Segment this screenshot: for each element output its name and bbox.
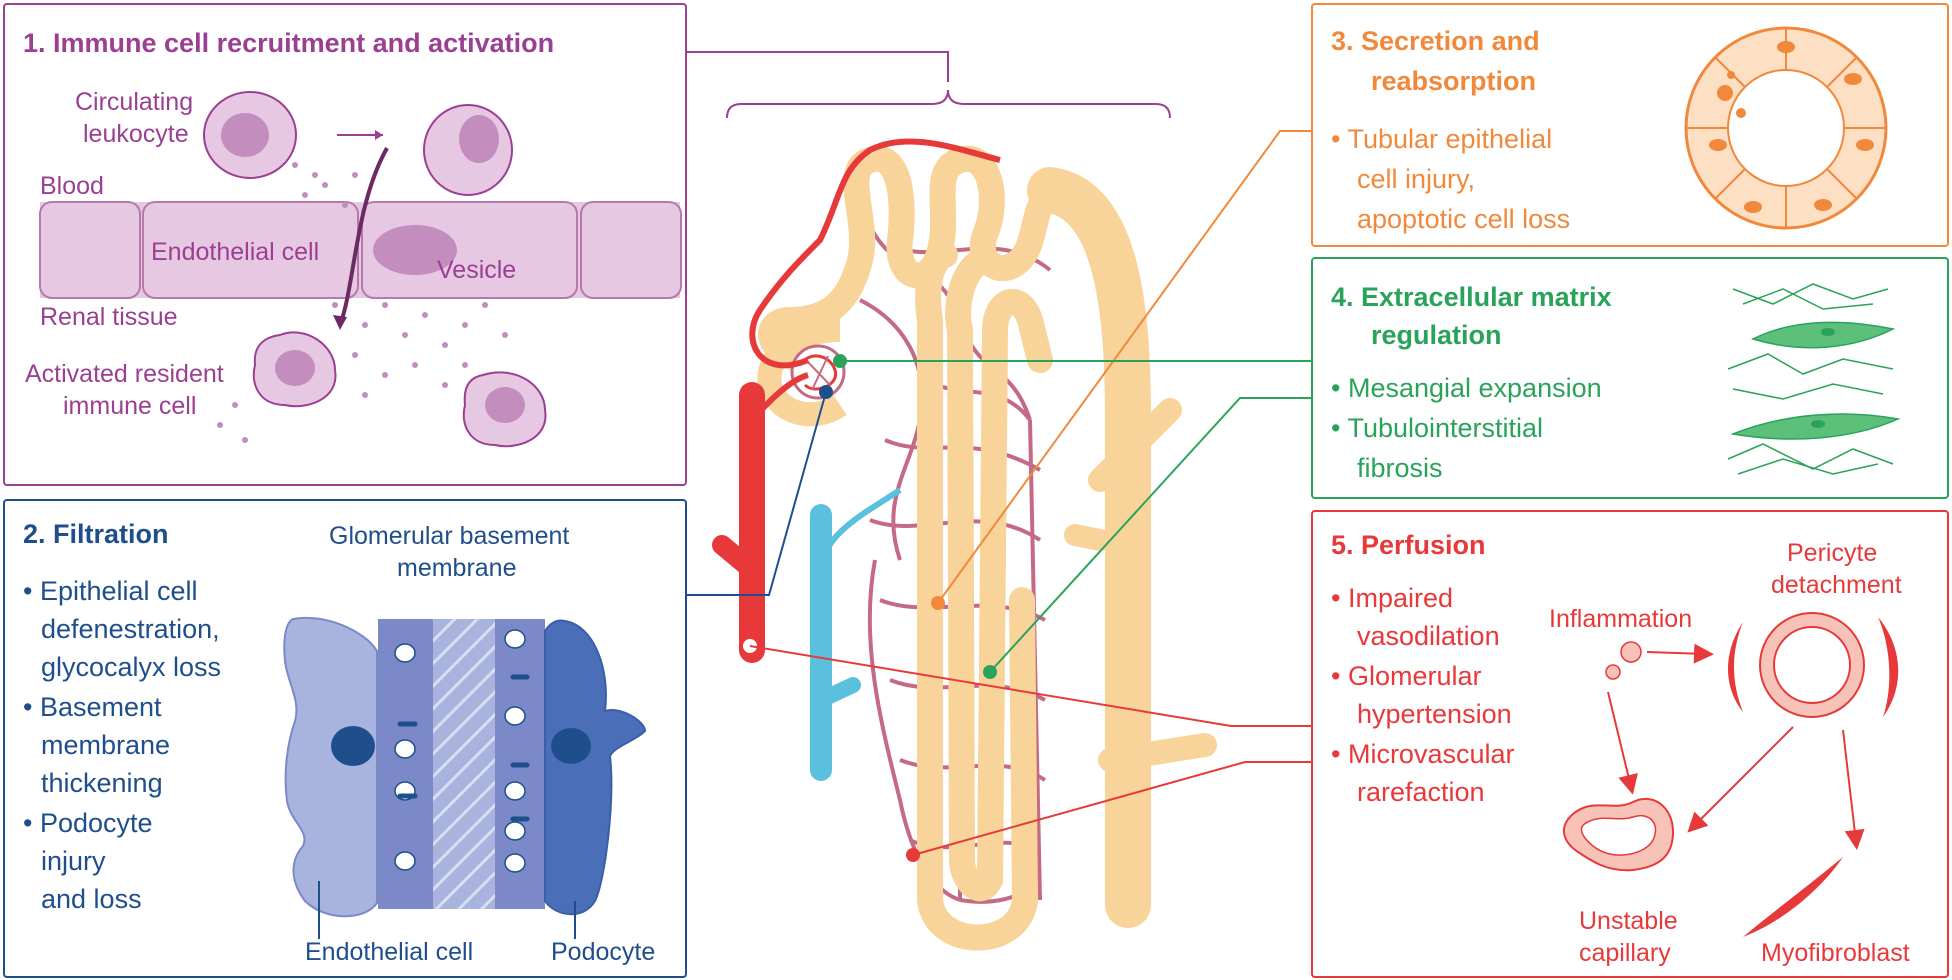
unstable-label-2: capillary xyxy=(1579,939,1671,967)
panel-secretion-reabsorption: 3. Secretion and reabsorption • Tubular … xyxy=(1311,3,1949,247)
arterial-supply xyxy=(712,138,1001,663)
panel4-title-2: regulation xyxy=(1371,320,1502,350)
panel-immune-cell-recruitment: 1. Immune cell recruitment and activatio… xyxy=(3,3,687,486)
blood-label: Blood xyxy=(40,172,104,200)
panel3-bullet-1: • Tubular epithelial xyxy=(1331,124,1553,154)
pericyte-label-1: Pericyte xyxy=(1787,539,1878,567)
perfusion-bullet-5: • Microvascular xyxy=(1331,739,1515,769)
unstable-capillary-icon xyxy=(1563,797,1675,872)
perfusion-bullet-3: • Glomerular xyxy=(1331,661,1482,691)
pericyte-capillary-icon xyxy=(1728,612,1899,718)
panel3-title-1: 3. Secretion and xyxy=(1331,26,1540,56)
rolling-leukocyte-icon xyxy=(423,104,513,196)
inflammation-cells-icon xyxy=(1605,641,1642,680)
endothelial-label: Endothelial cell xyxy=(151,238,320,266)
gbm-label-2: membrane xyxy=(397,554,517,582)
proximal-tubule xyxy=(758,145,1073,951)
panel-filtration: 2. Filtration • Epithelial cell defenest… xyxy=(3,499,687,978)
panel4-bullet-1: • Mesangial expansion xyxy=(1331,373,1602,403)
filtration-bullet-4: • Basement xyxy=(23,692,162,722)
collecting-duct xyxy=(1027,167,1151,928)
myofibroblast-icon xyxy=(1743,857,1843,937)
connector-lines xyxy=(687,130,1311,856)
nephron-bracket xyxy=(687,51,1171,119)
fibroblast-matrix-icon xyxy=(1727,283,1901,475)
circulating-label-1: Circulating xyxy=(75,88,194,116)
filtration-bullet-5: membrane xyxy=(41,730,171,760)
panel3-title-2: reabsorption xyxy=(1371,66,1537,96)
filtration-bullet-7: • Podocyte xyxy=(23,808,153,838)
filtration-bullet-8: injury xyxy=(41,846,106,876)
panel3-bullet-3: apoptotic cell loss xyxy=(1357,204,1571,234)
vesicle-label: Vesicle xyxy=(437,256,517,284)
panel5-title: 5. Perfusion xyxy=(1331,530,1486,560)
filtration-barrier-illustration xyxy=(283,616,647,939)
panel1-title: 1. Immune cell recruitment and activatio… xyxy=(23,28,555,58)
perfusion-pathway-illustration xyxy=(1563,612,1899,937)
panel4-title-1: 4. Extracellular matrix xyxy=(1331,282,1612,312)
perfusion-bullet-2: vasodilation xyxy=(1357,621,1500,651)
endothelial-cell-label: Endothelial cell xyxy=(305,938,474,966)
perfusion-bullet-4: hypertension xyxy=(1357,699,1512,729)
panel-extracellular-matrix: 4. Extracellular matrix regulation • Mes… xyxy=(1311,257,1949,499)
panel4-bullet-2-cont: fibrosis xyxy=(1357,453,1443,483)
activated-label-1: Activated resident xyxy=(25,360,224,388)
filtration-bullet-1: • Epithelial cell xyxy=(23,576,198,606)
glomerulus xyxy=(757,318,847,427)
panel4-bullet-2: • Tubulointerstitial xyxy=(1331,413,1544,443)
unstable-label-1: Unstable xyxy=(1579,907,1678,935)
panel3-bullet-2: cell injury, xyxy=(1357,164,1476,194)
perfusion-bullet-1: • Impaired xyxy=(1331,583,1454,613)
filtration-bullet-6: thickening xyxy=(41,768,163,798)
circulating-label-2: leukocyte xyxy=(83,120,189,148)
inflammation-label: Inflammation xyxy=(1549,605,1693,633)
tubule-cross-section-icon xyxy=(1684,26,1888,230)
podocyte-label: Podocyte xyxy=(551,938,656,966)
filtration-bullet-9: and loss xyxy=(41,884,142,914)
panel-perfusion: 5. Perfusion • Impaired vasodilation • G… xyxy=(1311,510,1949,978)
panel2-title: 2. Filtration xyxy=(23,519,169,549)
filtration-bullet-3: glycocalyx loss xyxy=(41,652,222,682)
endothelial-cell-shape xyxy=(283,616,378,918)
gbm-label-1: Glomerular basement xyxy=(329,522,570,550)
pericyte-label-2: detachment xyxy=(1771,571,1902,599)
podocyte-shape xyxy=(544,619,647,916)
activated-immune-cell-icon xyxy=(252,331,547,448)
filtration-bullet-2: defenestration, xyxy=(41,614,220,644)
circulating-leukocyte-icon xyxy=(203,91,297,179)
renal-tissue-label: Renal tissue xyxy=(40,303,178,331)
immune-cell-illustration xyxy=(39,91,682,448)
perfusion-bullet-6: rarefaction xyxy=(1357,777,1485,807)
venous-drainage xyxy=(810,487,902,781)
activated-label-2: immune cell xyxy=(63,392,197,420)
myofibroblast-label: Myofibroblast xyxy=(1761,939,1910,967)
